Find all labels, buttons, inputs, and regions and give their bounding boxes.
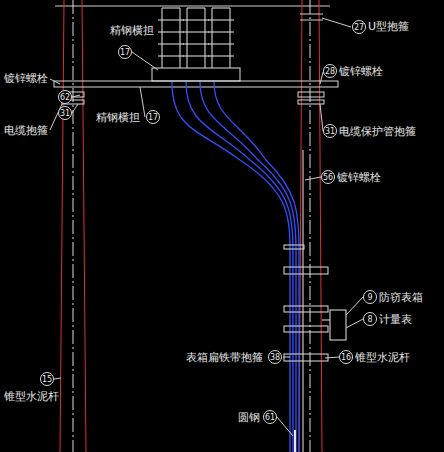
part-label: 防窃表箱 [379, 291, 423, 304]
part-label: 表箱扁铁带抱箍 [186, 351, 263, 364]
callout-number: 9 [363, 290, 377, 304]
callout-number: 8 [363, 312, 377, 326]
ground-rod [294, 430, 296, 452]
callout-number: 61 [263, 410, 277, 424]
u-clamp [300, 14, 323, 20]
meter-box [330, 310, 346, 340]
bolt [298, 92, 324, 97]
part-label: 锥型水泥杆 [355, 351, 410, 364]
callout-number: 27 [352, 20, 366, 34]
part-label: 电缆抱箍 [4, 124, 48, 137]
left-pole [82, 0, 86, 452]
part-label: U型抱箍 [368, 20, 409, 33]
part-label: 锥型水泥杆 [4, 390, 59, 403]
callout-number: 17 [118, 45, 132, 59]
switch-base [152, 68, 240, 81]
protection-pipe [303, 150, 304, 452]
callout-number: 38 [268, 350, 282, 364]
part-label: 精钢横担 [96, 111, 140, 124]
upper-crossarm [55, 6, 330, 7]
part-label: 电缆保护管抱箍 [339, 125, 416, 138]
callout-number: 17 [146, 110, 160, 124]
part-label: 镀锌螺栓 [4, 72, 48, 85]
pole-axis [310, 0, 311, 452]
cables [172, 82, 299, 452]
part-label: 镀锌螺栓 [337, 171, 381, 184]
callout-number: 56 [321, 170, 335, 184]
callout-number: 62 [58, 90, 72, 104]
callout-number: 31 [58, 106, 72, 120]
part-label: 计量表 [379, 313, 412, 326]
callout-number: 31 [323, 124, 337, 138]
callout-number: 28 [323, 64, 337, 78]
insulators [158, 8, 234, 68]
part-label: 镀锌螺栓 [339, 65, 383, 78]
callout-number: 16 [339, 350, 353, 364]
part-label: 圆钢 [238, 411, 260, 424]
pole-axis [73, 0, 74, 452]
pipe-clamp [298, 100, 324, 104]
crossarm [54, 81, 338, 87]
left-pole [60, 0, 64, 452]
right-pole [319, 0, 322, 452]
callout-number: 15 [40, 372, 54, 386]
meter-bracket [322, 320, 330, 321]
leader-lines [50, 18, 363, 436]
pole-clamps [284, 245, 328, 361]
part-label: 精钢横担 [110, 24, 154, 37]
